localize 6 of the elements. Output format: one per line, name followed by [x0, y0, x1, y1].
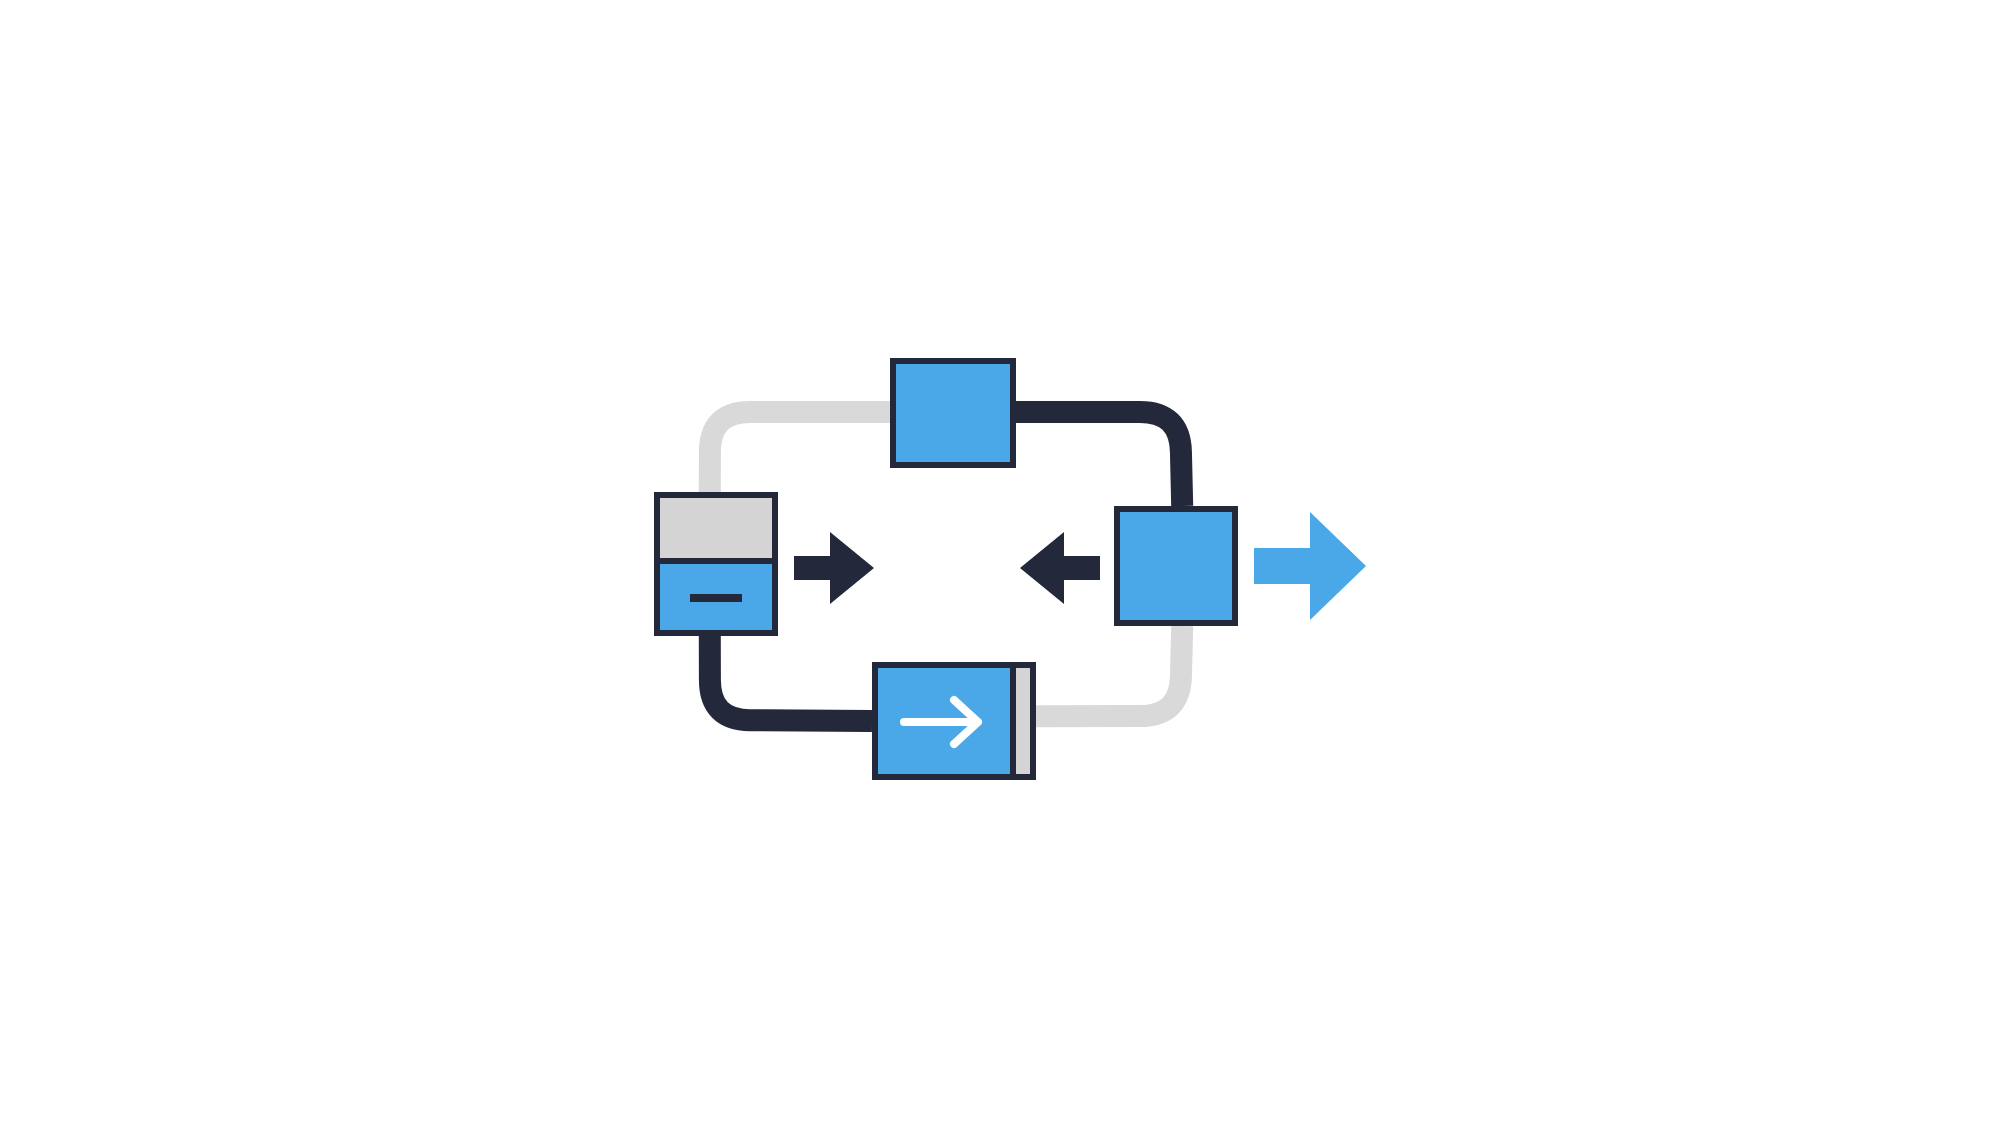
connector	[698, 400, 890, 493]
split-panel-box	[654, 492, 778, 636]
connector	[1035, 625, 1194, 728]
process-box	[890, 358, 1016, 468]
process-box	[872, 662, 1036, 780]
process-box	[1114, 506, 1238, 626]
